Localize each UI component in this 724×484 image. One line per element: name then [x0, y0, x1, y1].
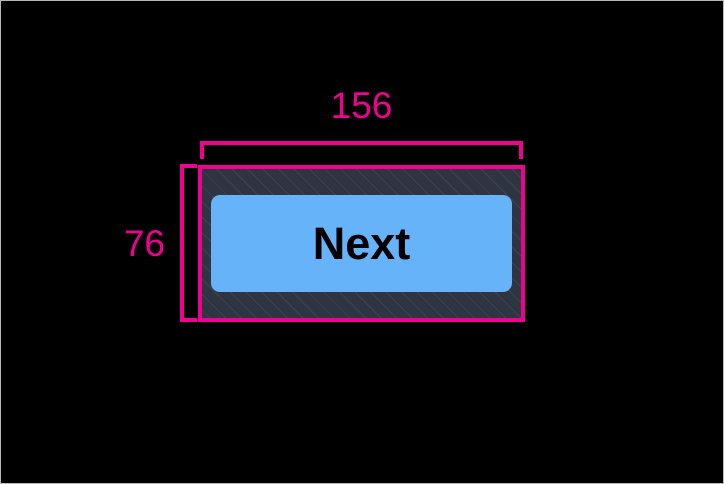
next-button[interactable]: Next — [211, 195, 512, 292]
height-dimension-label: 76 — [123, 223, 165, 264]
width-dimension-label: 156 — [330, 85, 393, 126]
height-tick-bottom — [180, 318, 197, 322]
width-tick-left — [200, 141, 204, 159]
widget-hitbox-hatch: Next — [202, 169, 521, 318]
width-tick-right — [519, 141, 523, 159]
width-span-line — [200, 141, 523, 145]
measurement-highlight-rect — [198, 165, 525, 322]
height-span-line — [180, 164, 184, 322]
width-dimension-bracket — [200, 141, 523, 163]
height-dimension-bracket — [180, 164, 202, 322]
height-tick-top — [180, 164, 197, 168]
measured-widget: Next — [198, 165, 525, 322]
next-button-label: Next — [312, 218, 411, 269]
